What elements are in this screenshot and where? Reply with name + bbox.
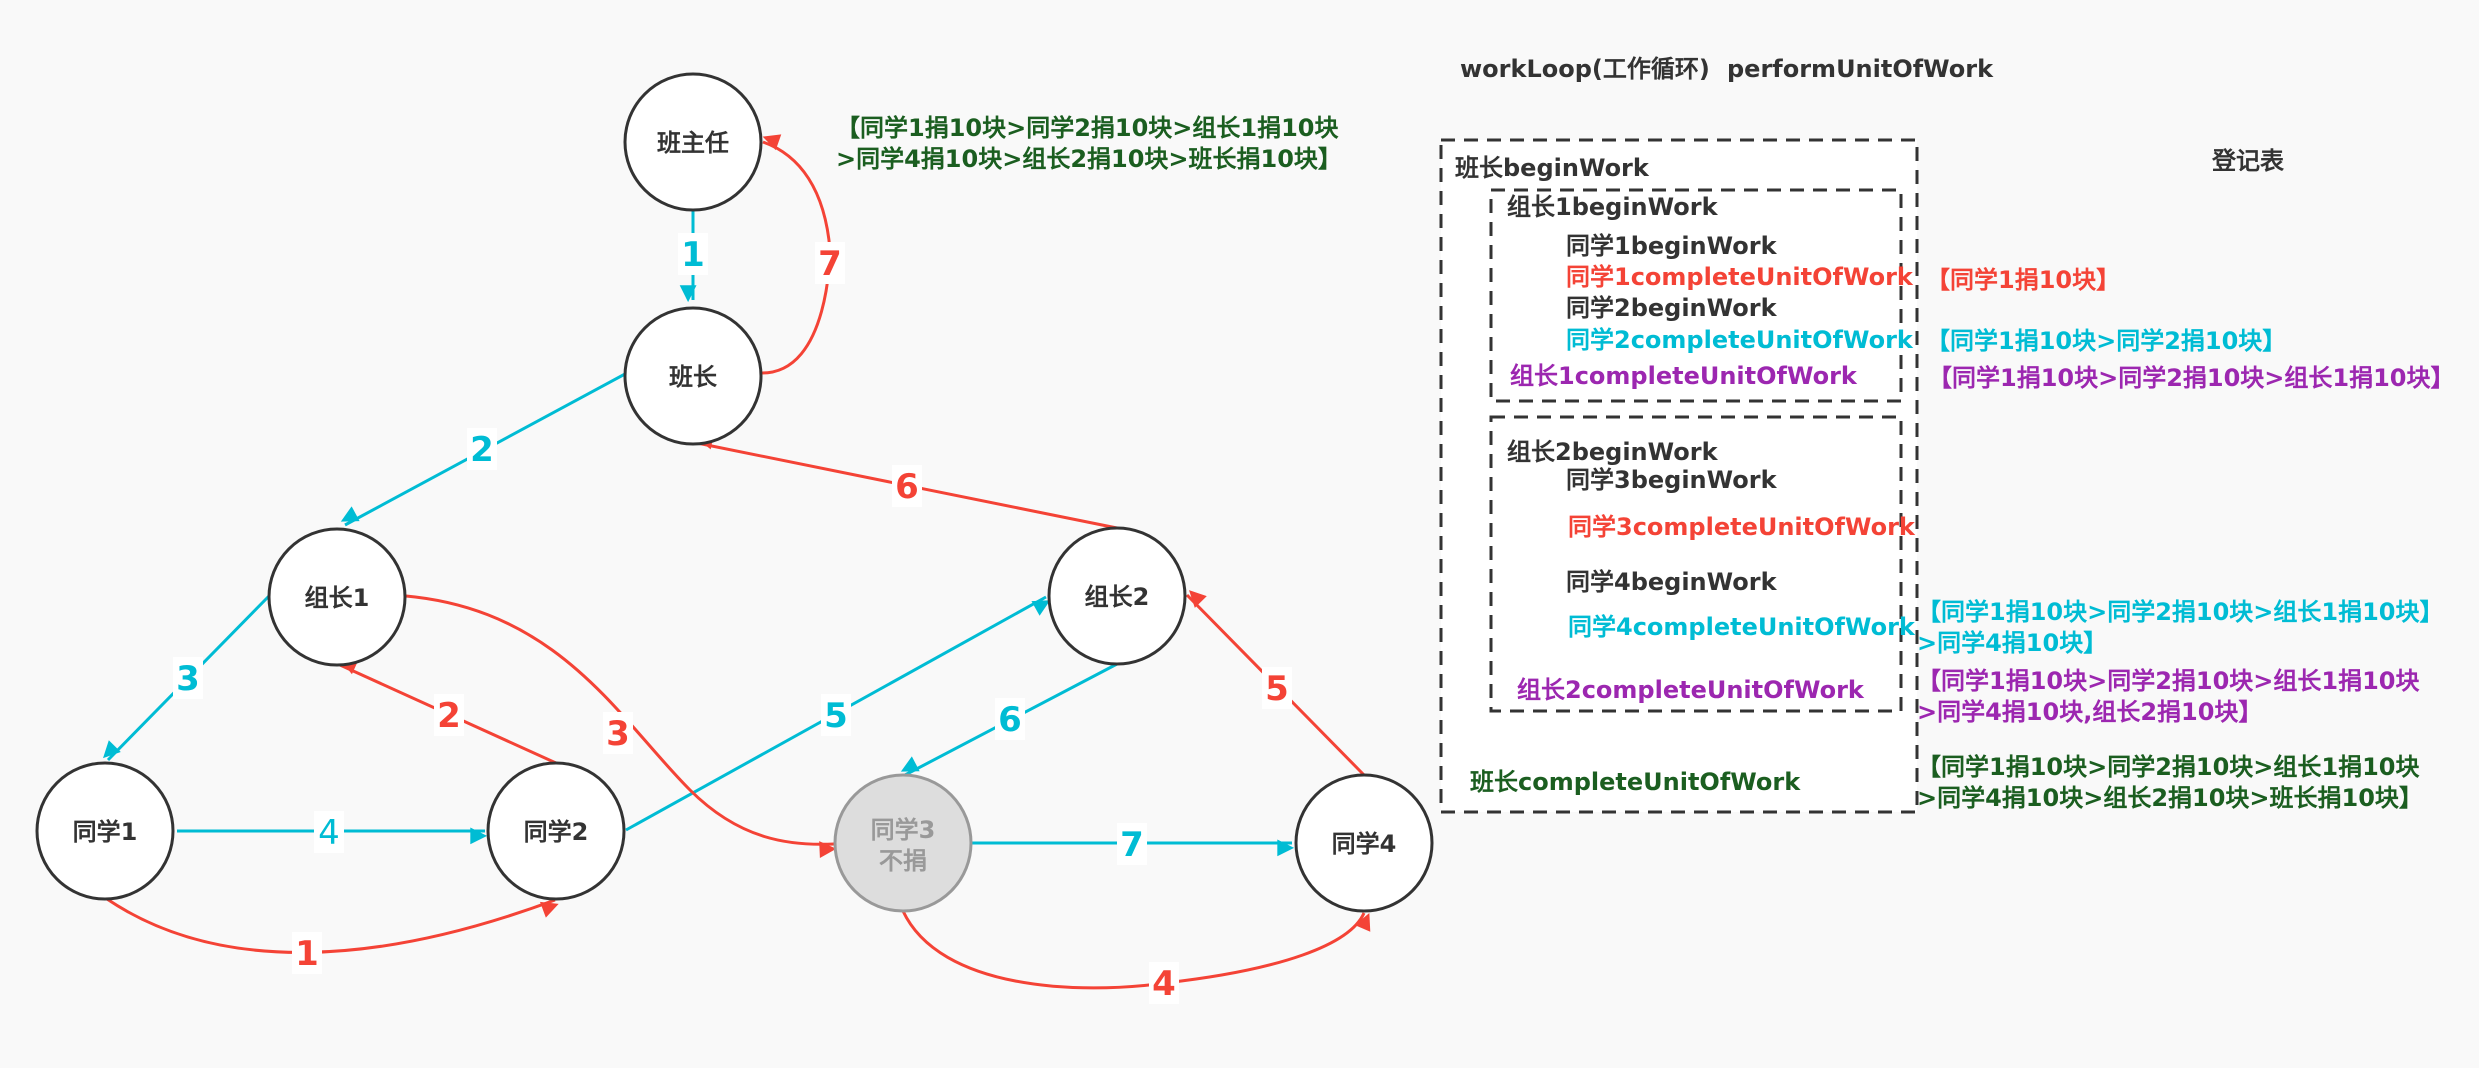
edge-label-cyan-4: 4 (314, 811, 344, 853)
svg-text:2: 2 (470, 430, 494, 470)
node-leader2[interactable]: 组长2 (1047, 526, 1187, 666)
svg-text:1: 1 (681, 235, 705, 275)
edge-label-cyan-5: 5 (821, 694, 851, 736)
trace-student3-complete: 同学3completeUnitOfWork (1568, 513, 1915, 541)
trace-monitor-complete: 班长completeUnitOfWork (1470, 768, 1801, 796)
node-label: 班主任 (657, 129, 729, 157)
edge-label-cyan-7: 7 (1117, 823, 1147, 865)
edge-label-cyan-2: 2 (467, 428, 497, 470)
trace-student2-begin: 同学2beginWork (1566, 294, 1777, 322)
node-student1[interactable]: 同学1 (35, 761, 175, 901)
register-entry-4: 【同学1捐10块>同学2捐10块>组长1捐10块】 >同学4捐10块】 (1917, 597, 2444, 659)
svg-text:4: 4 (1152, 964, 1176, 1004)
edge-label-red-5: 5 (1262, 667, 1292, 709)
edge-label-red-1: 1 (292, 932, 322, 974)
perform-unit-heading: performUnitOfWork (1727, 55, 1994, 83)
node-leader1[interactable]: 组长1 (267, 527, 407, 667)
node-label: 组长2 (1085, 583, 1150, 611)
svg-text:6: 6 (998, 700, 1022, 740)
edge-label-cyan-3: 3 (173, 657, 203, 699)
top-summary-line1: 【同学1捐10块>同学2捐10块>组长1捐10块 (836, 114, 1339, 142)
trace-student4-complete: 同学4completeUnitOfWork (1568, 613, 1915, 641)
edge-label-red-4: 4 (1149, 962, 1179, 1004)
register-title: 登记表 (2212, 147, 2284, 175)
node-label: 同学1 (73, 818, 138, 846)
node-student3[interactable]: 同学3 不捐 (833, 773, 973, 913)
top-summary-line2: >同学4捐10块>组长2捐10块>班长捐10块】 (836, 145, 1342, 173)
edge-red-1 (106, 897, 559, 954)
register-entry-3: 【同学1捐10块>同学2捐10块>组长1捐10块】 (1928, 364, 2455, 392)
svg-text:4: 4 (318, 813, 340, 853)
svg-text:3: 3 (606, 714, 630, 754)
edge-label-cyan-6: 6 (995, 698, 1025, 740)
node-monitor[interactable]: 班长 (623, 306, 763, 446)
register-entry-2: 【同学1捐10块>同学2捐10块】 (1926, 327, 2287, 355)
svg-text:2: 2 (437, 696, 461, 736)
svg-text:7: 7 (818, 244, 842, 284)
edge-label-red-2: 2 (434, 694, 464, 736)
trace-leader1-complete: 组长1completeUnitOfWork (1510, 362, 1857, 390)
edge-label-cyan-1: 1 (678, 233, 708, 275)
node-label: 同学4 (1332, 830, 1397, 858)
register-entry-6-line2: >同学4捐10块>组长2捐10块>班长捐10块】 (1917, 784, 2423, 812)
node-label: 组长1 (305, 584, 370, 612)
leader1-work-box (1489, 188, 1903, 403)
svg-text:3: 3 (176, 659, 200, 699)
svg-text:6: 6 (895, 467, 919, 507)
register-entry-1: 【同学1捐10块】 (1926, 266, 2121, 294)
register-entry-5-line2: >同学4捐10块,组长2捐10块】 (1917, 698, 2263, 726)
top-summary: 【同学1捐10块>同学2捐10块>组长1捐10块 >同学4捐10块>组长2捐10… (836, 113, 1342, 175)
register-entry-4-line2: >同学4捐10块】 (1917, 629, 2108, 657)
register-entry-4-line1: 【同学1捐10块>同学2捐10块>组长1捐10块】 (1917, 598, 2444, 626)
trace-student1-begin: 同学1beginWork (1566, 232, 1777, 260)
node-label: 同学3 (871, 816, 936, 844)
edge-red-3 (405, 594, 837, 858)
node-head-teacher[interactable]: 班主任 (623, 72, 763, 212)
edge-label-red-7: 7 (815, 242, 845, 284)
svg-text:1: 1 (295, 934, 319, 974)
svg-text:5: 5 (824, 696, 848, 736)
trace-monitor-begin: 班长beginWork (1455, 154, 1649, 182)
trace-student1-complete: 同学1completeUnitOfWork (1566, 263, 1913, 291)
register-entry-5-line1: 【同学1捐10块>同学2捐10块>组长1捐10块 (1917, 667, 2420, 695)
trace-student3-begin: 同学3beginWork (1566, 466, 1777, 494)
edge-red-4 (901, 910, 1371, 990)
svg-text:7: 7 (1120, 825, 1144, 865)
svg-text:5: 5 (1265, 669, 1289, 709)
leader2-work-box (1489, 415, 1903, 713)
trace-leader1-begin: 组长1beginWork (1507, 193, 1718, 221)
trace-leader2-begin: 组长2beginWork (1507, 438, 1718, 466)
node-sublabel: 不捐 (879, 847, 927, 875)
work-loop-heading: workLoop(工作循环) (1460, 55, 1710, 83)
node-student4[interactable]: 同学4 (1294, 773, 1434, 913)
register-entry-5: 【同学1捐10块>同学2捐10块>组长1捐10块 >同学4捐10块,组长2捐10… (1917, 666, 2420, 728)
edge-label-red-6: 6 (892, 465, 922, 507)
register-entry-6-line1: 【同学1捐10块>同学2捐10块>组长1捐10块 (1917, 753, 2420, 781)
register-entry-6: 【同学1捐10块>同学2捐10块>组长1捐10块 >同学4捐10块>组长2捐10… (1917, 752, 2423, 814)
edge-label-red-3: 3 (603, 712, 633, 754)
node-label: 同学2 (524, 818, 589, 846)
node-student2[interactable]: 同学2 (486, 761, 626, 901)
trace-student2-complete: 同学2completeUnitOfWork (1566, 326, 1913, 354)
node-label: 班长 (669, 363, 718, 391)
trace-student4-begin: 同学4beginWork (1566, 568, 1777, 596)
trace-leader2-complete: 组长2completeUnitOfWork (1517, 676, 1864, 704)
